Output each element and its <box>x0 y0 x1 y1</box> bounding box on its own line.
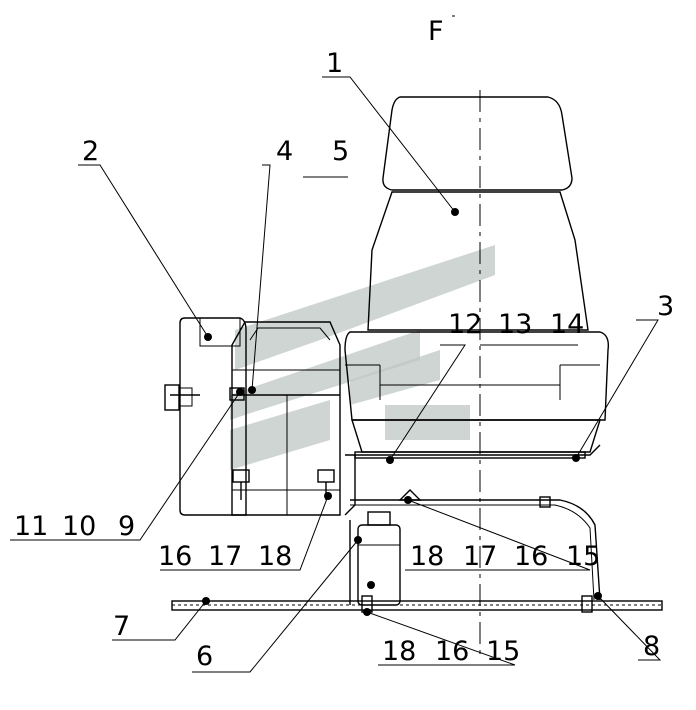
control-module <box>231 321 341 516</box>
callout-6: 6 <box>196 641 213 672</box>
pipe-main <box>344 454 356 516</box>
callout-13: 13 <box>498 309 532 340</box>
callout-8: 8 <box>643 631 660 662</box>
callout-16-left: 16 <box>158 541 192 572</box>
callout-16-bottom: 16 <box>435 636 469 667</box>
side-tank <box>179 317 247 516</box>
callout-18-middle: 18 <box>410 541 444 572</box>
callout-12: 12 <box>448 309 482 340</box>
callout-14: 14 <box>550 309 584 340</box>
callout-17-left: 17 <box>208 541 242 572</box>
lower-bracket <box>350 499 601 601</box>
callout-5: 5 <box>332 136 349 167</box>
clamp-right <box>317 469 335 483</box>
callout-15-right: 15 <box>566 541 600 572</box>
callout-18-bottom: 18 <box>382 636 416 667</box>
seat-cushion <box>344 331 610 421</box>
callout-15-bottom: 15 <box>486 636 520 667</box>
filter-bottle <box>357 524 401 606</box>
view-label: F <box>428 16 444 47</box>
callout-10: 10 <box>62 511 96 542</box>
callout-17-middle: 17 <box>463 541 497 572</box>
callout-18-left: 18 <box>258 541 292 572</box>
callout-9: 9 <box>118 511 135 542</box>
headrest <box>382 96 573 191</box>
seat-base <box>351 419 601 453</box>
callout-2: 2 <box>82 136 99 167</box>
callout-7: 7 <box>113 611 130 642</box>
backrest <box>367 191 589 331</box>
callout-4: 4 <box>276 136 293 167</box>
logo-watermark <box>230 245 495 470</box>
callout-11: 11 <box>14 511 48 542</box>
tank-valve <box>164 384 180 411</box>
callout-16-middle: 16 <box>514 541 548 572</box>
callout-3: 3 <box>657 291 674 322</box>
callout-1: 1 <box>326 48 343 79</box>
